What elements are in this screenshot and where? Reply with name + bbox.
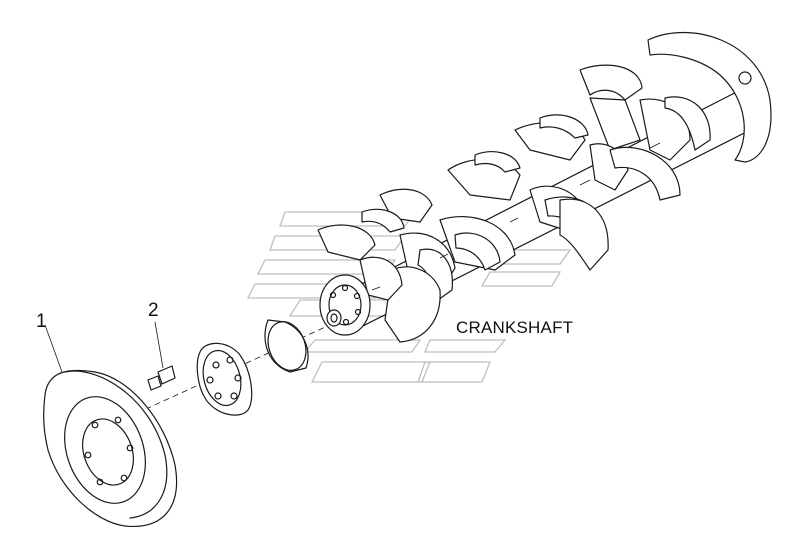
crankshaft <box>317 32 772 343</box>
pulley-damper <box>43 324 178 527</box>
callout-1: 1 <box>36 311 47 332</box>
bolt-part <box>147 321 176 391</box>
callout-2: 2 <box>148 300 159 321</box>
washer-plate <box>196 342 253 416</box>
crankshaft-label: CRANKSHAFT <box>456 318 574 337</box>
front-seal-ring <box>264 319 309 373</box>
